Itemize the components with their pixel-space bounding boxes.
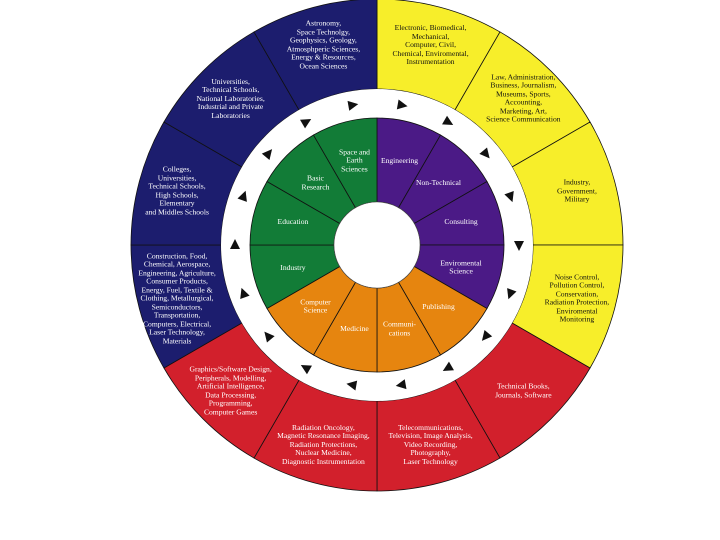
cycle-arrow bbox=[240, 287, 250, 300]
cycle-arrow bbox=[395, 379, 407, 390]
cycle-arrow bbox=[300, 119, 312, 129]
cycle-arrow bbox=[230, 239, 240, 249]
outer-ring bbox=[130, 0, 624, 492]
cycle-arrow bbox=[347, 100, 359, 111]
cycle-arrow bbox=[396, 99, 408, 110]
cycle-arrow bbox=[261, 149, 273, 161]
cycle-arrows bbox=[230, 99, 524, 391]
cycle-arrow bbox=[442, 361, 454, 371]
cycle-arrow bbox=[481, 329, 493, 341]
cycle-arrow bbox=[479, 147, 490, 159]
cycle-arrow bbox=[300, 364, 312, 375]
cycle-arrow bbox=[504, 190, 514, 203]
cycle-arrow bbox=[264, 331, 275, 343]
center-hole bbox=[333, 201, 421, 289]
cycle-arrow bbox=[346, 380, 358, 391]
cycle-arrow bbox=[507, 288, 517, 300]
outer-sector-astronomy bbox=[253, 0, 378, 111]
cycle-arrow bbox=[237, 190, 247, 202]
inner-ring bbox=[249, 117, 505, 373]
cycle-arrow bbox=[442, 115, 454, 126]
cycle-arrow bbox=[514, 241, 524, 251]
